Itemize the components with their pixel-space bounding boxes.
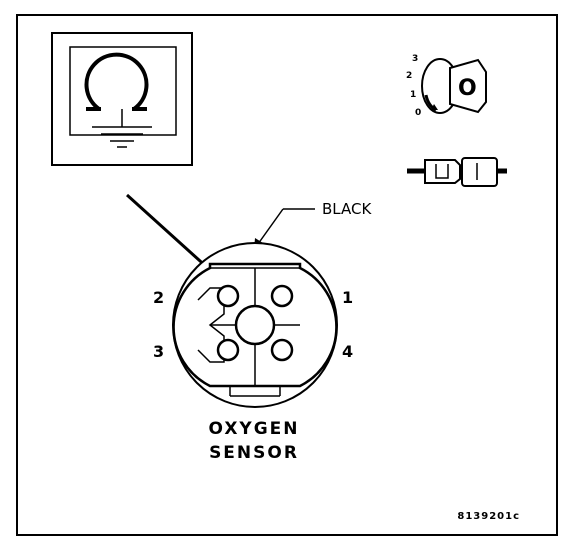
pin-label-1: 1: [342, 288, 353, 307]
pin-3-cavity: [216, 338, 240, 362]
ignition-pos-1: 1: [410, 90, 416, 100]
ignition-pos-2: 2: [406, 71, 412, 81]
pin-4-cavity: [270, 338, 294, 362]
callout-black-label: BLACK: [322, 200, 372, 218]
ground-symbol-icon: [92, 109, 152, 148]
ignition-pos-3: 3: [412, 54, 418, 64]
ignition-pos-0: 0: [415, 108, 421, 118]
pin-1-cavity: [270, 284, 294, 308]
pin-2-cavity: [216, 284, 240, 308]
title-sensor: SENSOR: [209, 443, 299, 463]
diagram-frame: [16, 14, 558, 536]
ignition-key-off-icon: 3 2 1 0 O: [406, 54, 487, 118]
oxygen-sensor-connector: [172, 242, 338, 408]
ignition-key-letter: O: [458, 76, 477, 101]
disconnected-connector-icon: [407, 157, 507, 187]
ohmmeter-icon: [51, 32, 193, 166]
title-oxygen: OXYGEN: [208, 419, 299, 439]
pin-label-3: 3: [153, 342, 164, 361]
pin-label-2: 2: [153, 288, 164, 307]
figure-code: 8139201c: [457, 511, 520, 522]
pin-label-4: 4: [342, 342, 353, 361]
